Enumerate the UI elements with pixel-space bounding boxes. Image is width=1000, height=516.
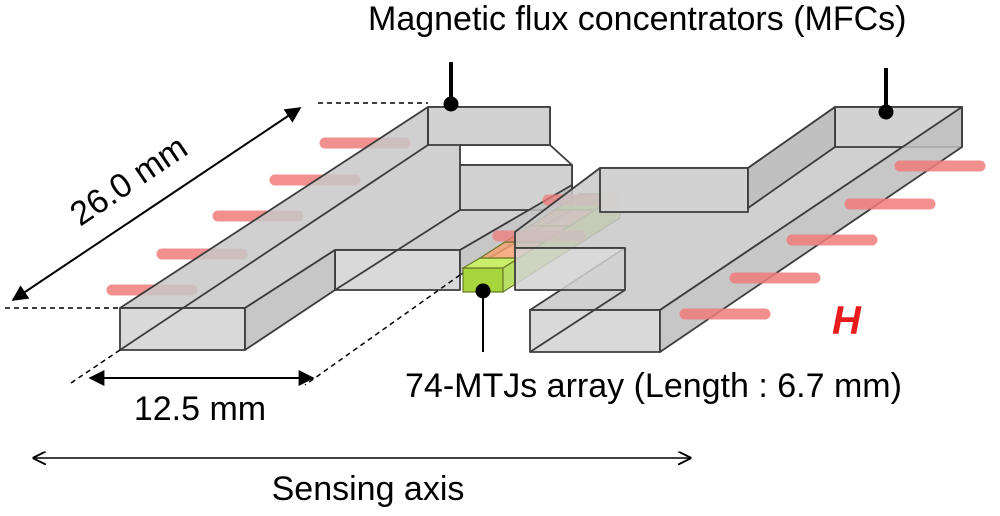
mtj-pointer <box>475 283 491 352</box>
mfc-pointers <box>443 62 894 120</box>
length-dimension-label: 26.0 mm <box>63 128 194 233</box>
right-mfc <box>514 106 963 353</box>
width-dimension <box>67 274 461 386</box>
field-lines-right <box>679 160 986 320</box>
field-label: H <box>832 299 862 343</box>
sensing-axis-label: Sensing axis <box>272 470 465 508</box>
mfc-label: Magnetic flux concentrators (MFCs) <box>368 0 907 38</box>
mtj-array-label: 74-MTJs array (Length : 6.7 mm) <box>405 367 902 405</box>
width-dimension-label: 12.5 mm <box>134 390 266 428</box>
length-dimension <box>5 102 428 309</box>
